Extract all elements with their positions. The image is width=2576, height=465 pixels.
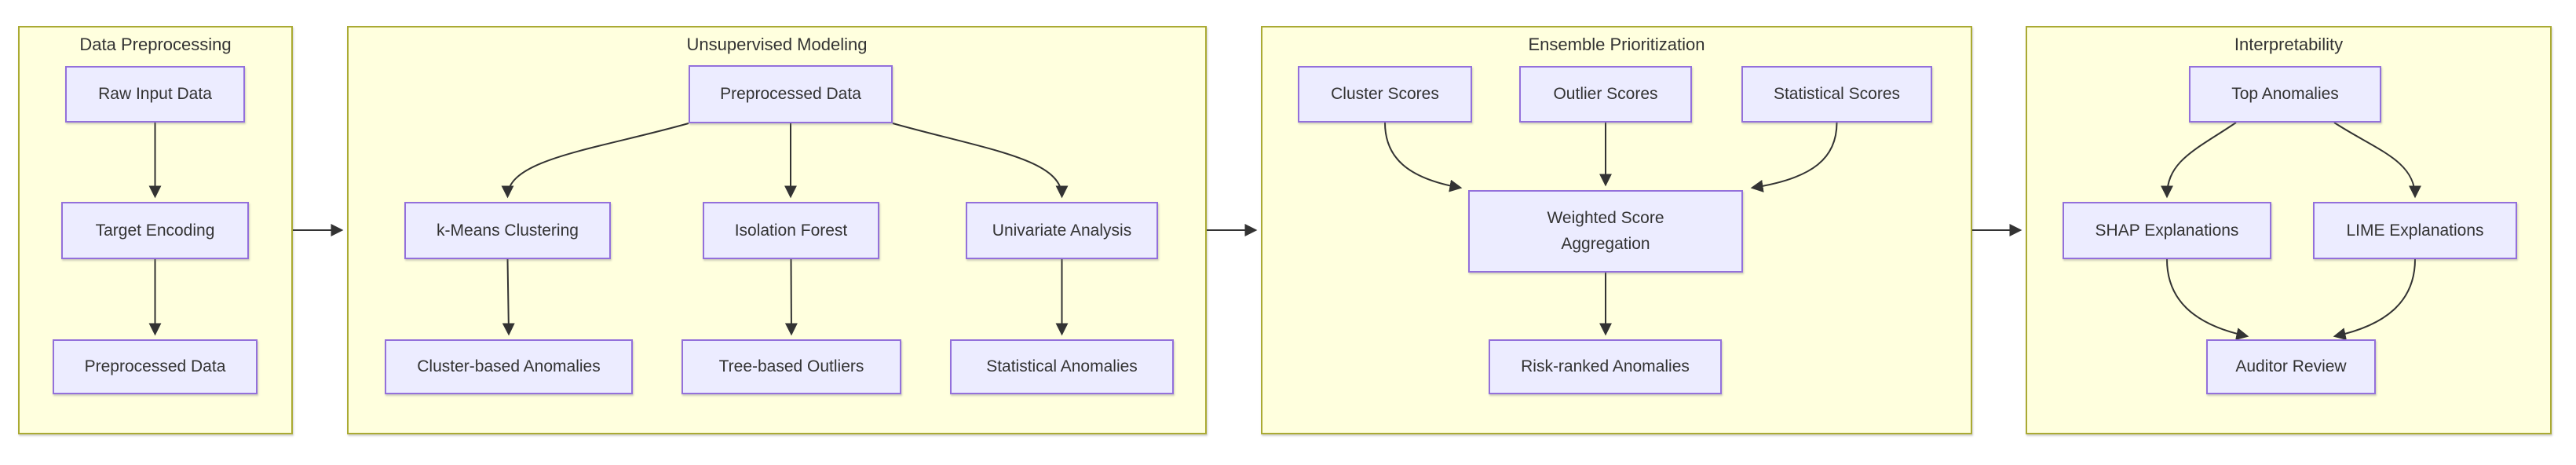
node-isolation-forest: Isolation Forest [703, 202, 879, 259]
node-preprocessed-data-out: Preprocessed Data [53, 339, 258, 394]
node-cluster-scores: Cluster Scores [1298, 66, 1472, 123]
node-top-anomalies: Top Anomalies [2189, 66, 2381, 123]
node-k-means-clustering: k-Means Clustering [404, 202, 611, 259]
section-title: Data Preprocessing [79, 35, 232, 54]
node-lime-explanations: LIME Explanations [2313, 202, 2517, 259]
node-raw-input-data: Raw Input Data [65, 66, 245, 123]
node-preprocessed-data-in: Preprocessed Data [689, 65, 893, 123]
node-target-encoding: Target Encoding [61, 202, 249, 259]
node-outlier-scores: Outlier Scores [1519, 66, 1692, 123]
node-shap-explanations: SHAP Explanations [2063, 202, 2271, 259]
node-label: Weighted Score Aggregation [1547, 208, 1664, 253]
node-risk-ranked-anomalies: Risk-ranked Anomalies [1489, 339, 1722, 394]
node-tree-based-outliers: Tree-based Outliers [681, 339, 901, 394]
section-title: Unsupervised Modeling [686, 35, 868, 54]
node-statistical-anomalies: Statistical Anomalies [950, 339, 1174, 394]
node-statistical-scores: Statistical Scores [1741, 66, 1932, 123]
node-cluster-based-anomalies: Cluster-based Anomalies [385, 339, 633, 394]
section-title: Ensemble Prioritization [1528, 35, 1705, 54]
node-univariate-analysis: Univariate Analysis [966, 202, 1158, 259]
section-title: Interpretability [2234, 35, 2344, 54]
node-weighted-score-aggregation: Weighted Score Aggregation [1468, 190, 1743, 273]
node-auditor-review: Auditor Review [2206, 339, 2376, 394]
